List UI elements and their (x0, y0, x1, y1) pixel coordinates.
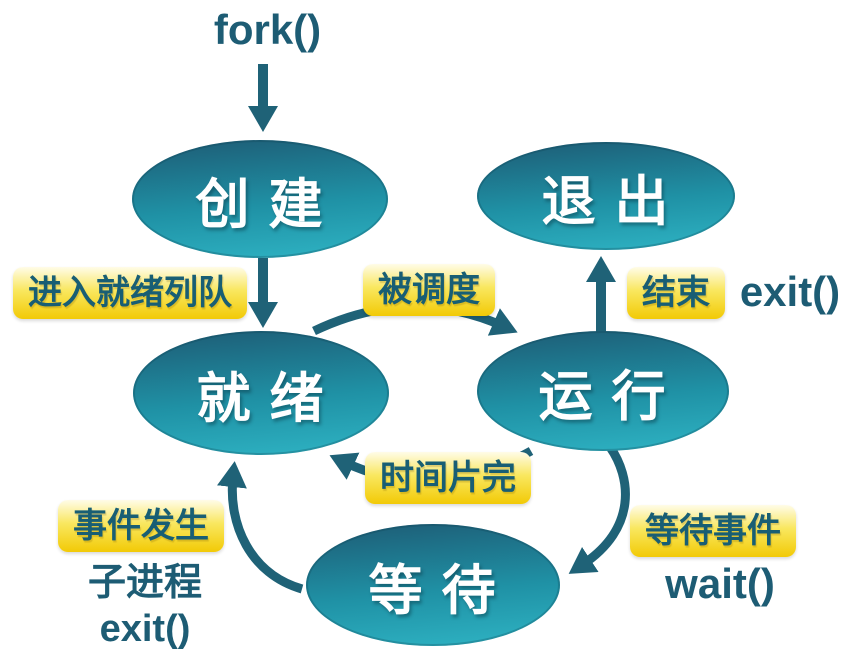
state-node-ready-label: 就 绪 (196, 368, 326, 429)
edge-label-wait-event: 等待事件 (630, 505, 796, 557)
state-node-ready: 就 绪 (133, 331, 389, 455)
arrow-running-to-waiting (568, 444, 630, 574)
child-exit-line: exit() (99, 608, 191, 650)
arrow-waiting-to-ready (217, 461, 304, 594)
child-process-exit-annotation: 子进程 exit() (55, 560, 235, 652)
edge-label-finish: 结束 (627, 267, 725, 319)
state-node-create: 创 建 (132, 140, 388, 258)
exit-call-annotation: exit() (739, 268, 841, 315)
state-node-waiting-label: 等 待 (368, 560, 498, 621)
state-node-create-label: 创 建 (195, 174, 325, 235)
state-node-running: 运 行 (477, 331, 729, 451)
state-node-exit: 退 出 (477, 142, 735, 250)
edge-label-enter-ready-queue: 进入就绪列队 (13, 267, 247, 319)
edge-label-scheduled: 被调度 (363, 264, 495, 316)
state-node-running-label: 运 行 (538, 366, 668, 427)
fork-call-annotation: fork() (213, 6, 322, 53)
child-process-line: 子进程 (87, 562, 202, 604)
edge-label-time-slice-done: 时间片完 (365, 452, 531, 504)
state-node-exit-label: 退 出 (541, 171, 671, 232)
state-node-waiting: 等 待 (306, 524, 560, 646)
wait-call-annotation: wait() (665, 560, 775, 607)
edge-label-event-occurs: 事件发生 (58, 500, 224, 552)
